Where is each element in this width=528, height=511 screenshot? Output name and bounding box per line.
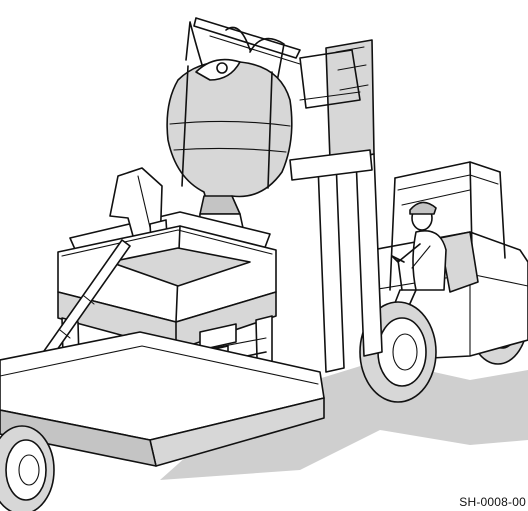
ground-shadow xyxy=(160,360,528,480)
truck-bed xyxy=(0,331,325,467)
forklift-cab xyxy=(389,161,506,291)
truck-wheel xyxy=(0,425,55,511)
forklift-seat xyxy=(439,231,479,293)
steering-wheel xyxy=(391,255,405,291)
bulk-bag xyxy=(166,21,293,215)
forklift-mast xyxy=(289,39,383,373)
forklift-forks xyxy=(193,17,301,59)
drawing-code: SH-0008-00 xyxy=(459,495,526,509)
forklift xyxy=(193,17,528,403)
